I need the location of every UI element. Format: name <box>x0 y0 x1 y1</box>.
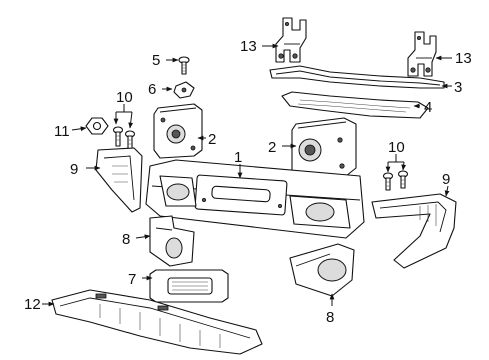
callout-9-right: 9 <box>442 171 450 188</box>
callout-9-left: 9 <box>70 161 78 178</box>
bolts-10-left <box>112 126 136 151</box>
callout-12: 12 <box>24 296 41 313</box>
bumper-bar-1 <box>145 159 365 239</box>
callout-5: 5 <box>152 52 160 69</box>
leader-lines <box>42 43 452 307</box>
callout-13-left: 13 <box>240 38 257 55</box>
bracket-13-right <box>407 31 437 77</box>
nut-11 <box>85 117 109 135</box>
callout-6: 6 <box>148 81 156 98</box>
plate-4 <box>281 91 429 119</box>
callout-8-right: 8 <box>326 309 334 326</box>
end-cap-9-right <box>371 193 457 269</box>
fog-housing-8-right <box>289 243 355 297</box>
mount-bracket-2-right <box>291 117 357 179</box>
callout-10-right: 10 <box>388 139 405 156</box>
callout-1: 1 <box>234 149 242 166</box>
fog-housing-8-left <box>149 215 195 267</box>
bolts-10-right <box>382 170 409 191</box>
callout-labels: 1 2 2 3 4 5 6 7 8 8 9 9 10 10 11 12 13 1… <box>24 38 472 326</box>
callout-13-right: 13 <box>455 50 472 67</box>
callout-2-left: 2 <box>208 131 216 148</box>
clip-6 <box>173 81 195 99</box>
end-cap-9-left <box>95 147 143 213</box>
callout-2-right: 2 <box>268 139 276 156</box>
callout-8-left: 8 <box>122 231 130 248</box>
callout-3: 3 <box>454 79 462 96</box>
bolt-5 <box>178 56 190 75</box>
air-dam-12 <box>51 289 263 355</box>
callout-11: 11 <box>54 123 70 140</box>
mount-bracket-2-left <box>153 103 203 159</box>
callout-4: 4 <box>424 99 432 116</box>
bracket-13-left <box>275 17 307 63</box>
callout-7: 7 <box>128 271 136 288</box>
callout-10-left: 10 <box>116 89 133 106</box>
insert-7 <box>149 269 229 303</box>
